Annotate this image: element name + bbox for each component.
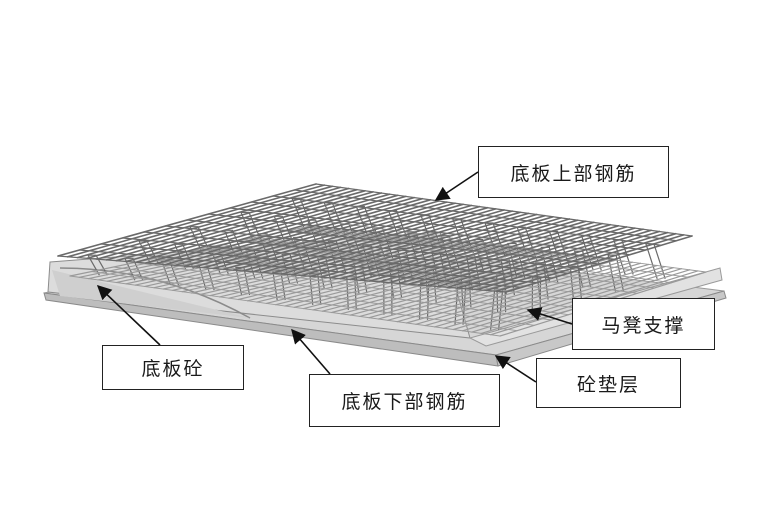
label-slab-concrete: 底板砼 — [102, 345, 244, 390]
label-cushion-layer: 砼垫层 — [536, 358, 681, 408]
leader-top-rebar — [436, 172, 478, 200]
label-chair-support: 马凳支撑 — [572, 298, 715, 350]
label-bottom-rebar: 底板下部钢筋 — [309, 374, 500, 427]
label-top-rebar: 底板上部钢筋 — [478, 146, 669, 198]
